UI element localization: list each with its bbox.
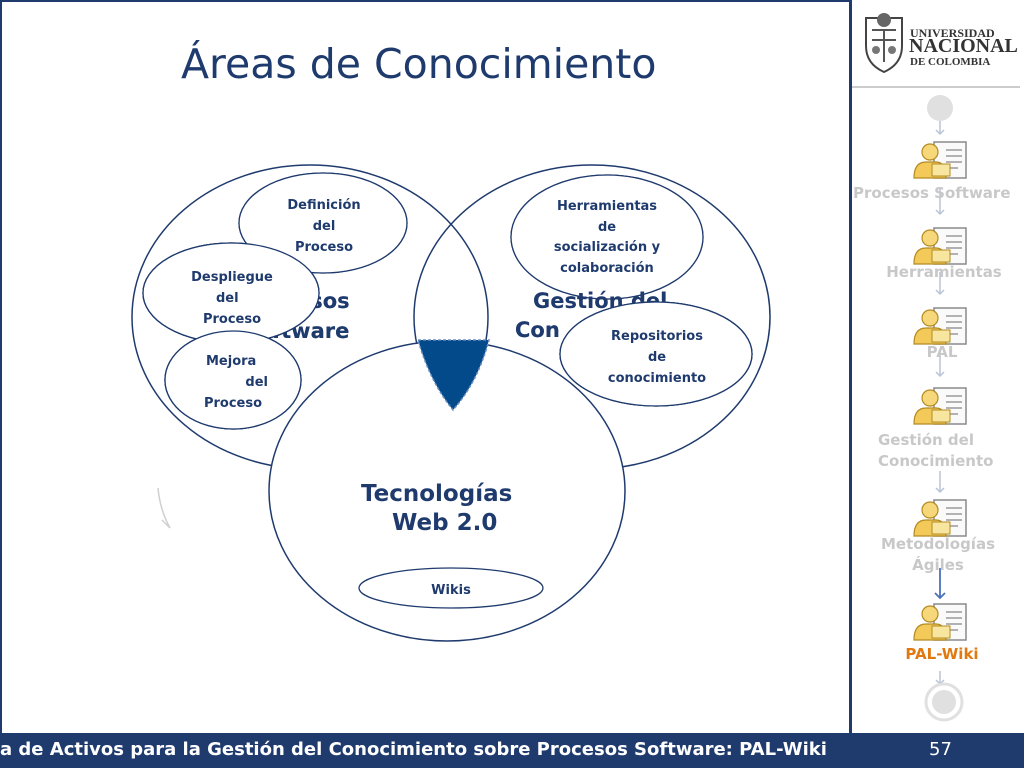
- nav-metodologias-line1: Metodologías: [881, 535, 995, 553]
- despliegue-line1: Despliegue: [191, 270, 273, 285]
- university-logo: UNIVERSIDAD NACIONAL DE COLOMBIA: [852, 4, 1020, 88]
- nav-item-procesos-software[interactable]: Procesos Software: [853, 184, 1011, 202]
- mejora-proceso: Mejora del Proceso: [196, 351, 270, 414]
- definicion-line3: Proceso: [294, 240, 354, 255]
- nav-gestion-line1: Gestión del: [878, 431, 974, 449]
- repositorios-line2: de: [647, 350, 667, 365]
- repositorios-conocimiento: Repositorios de conocimiento: [598, 326, 716, 389]
- logo-line1: UNIVERSIDAD: [910, 26, 995, 40]
- definicion-line2: del: [312, 219, 336, 234]
- nav-item-herramientas[interactable]: Herramientas: [886, 263, 1002, 281]
- start-node-icon: [927, 95, 953, 121]
- slide-footer: a de Activos para la Gestión del Conocim…: [0, 733, 1024, 768]
- nav-item-metodologias-agiles[interactable]: Metodologías Ágiles: [852, 534, 1024, 576]
- label-gestion-2-visible: Con: [515, 318, 560, 342]
- mejora-line1: Mejora: [206, 354, 257, 369]
- despliegue-proceso: Despliegue del Proceso: [184, 267, 280, 330]
- despliegue-line3: Proceso: [202, 312, 262, 327]
- nav-icon-procesos-software-person-document-icon[interactable]: [912, 140, 968, 180]
- herramientas-line2: de: [597, 219, 617, 235]
- herramientas-line4: colaboración: [560, 260, 654, 276]
- mejora-line3: Proceso: [203, 396, 263, 411]
- nav-icon-pal-person-document-icon[interactable]: [912, 306, 968, 346]
- page-number: 57: [929, 739, 952, 760]
- nav-metodologias-line2: Ágiles: [912, 556, 964, 574]
- herramientas-line3: socialización y: [553, 240, 661, 255]
- logo-line2: NACIONAL: [909, 35, 1018, 57]
- definicion-proceso: Definición del Proceso: [280, 195, 368, 258]
- nav-gestion-line2: Conocimiento: [878, 452, 994, 470]
- nav-item-pal-wiki[interactable]: PAL-Wiki: [905, 645, 979, 663]
- ellipse-wikis: [358, 567, 544, 609]
- end-node-icon: [924, 682, 964, 722]
- herramientas-socializacion: Herramientas de socialización y colabora…: [545, 197, 669, 279]
- definicion-line1: Definición: [287, 198, 361, 213]
- nav-flow: [924, 95, 964, 722]
- nav-item-gestion-conocimiento[interactable]: Gestión del Conocimiento: [878, 430, 993, 472]
- repositorios-line1: Repositorios: [611, 329, 703, 344]
- overlay-repositorios: [142, 242, 753, 430]
- footer-title: a de Activos para la Gestión del Conocim…: [0, 739, 827, 760]
- label-tecnologias-1: Tecnologías: [361, 481, 513, 507]
- herramientas-line1: Herramientas: [556, 199, 658, 214]
- repositorios-line3: conocimiento: [607, 371, 707, 386]
- label-tecnologias-2: Web 2.0: [392, 510, 498, 536]
- nav-icon-gestion-conocimiento-person-document-icon[interactable]: [912, 386, 968, 426]
- label-gestion-1-visible: Gestión del: [533, 289, 668, 313]
- nav-icon-pal-wiki-person-document-icon[interactable]: [912, 602, 968, 642]
- nav-icon-metodologias-agiles-person-document-icon[interactable]: [912, 498, 968, 538]
- nav-icon-herramientas-person-document-icon[interactable]: [912, 226, 968, 266]
- mejora-line2: del: [245, 375, 268, 390]
- label-gestion-2: Con: [515, 318, 560, 342]
- label-procesos-software-1-visible: esos: [296, 289, 350, 313]
- despliegue-line2: del: [216, 291, 239, 306]
- crest-icon: [865, 13, 903, 74]
- nav-item-pal[interactable]: PAL: [926, 343, 958, 361]
- slide-title: Áreas de Conocimiento: [181, 40, 657, 88]
- center-intersection: [417, 339, 490, 412]
- wikis-label: Wikis: [431, 583, 471, 598]
- decorative-mark: [157, 487, 171, 529]
- logo-line3: DE COLOMBIA: [910, 56, 991, 68]
